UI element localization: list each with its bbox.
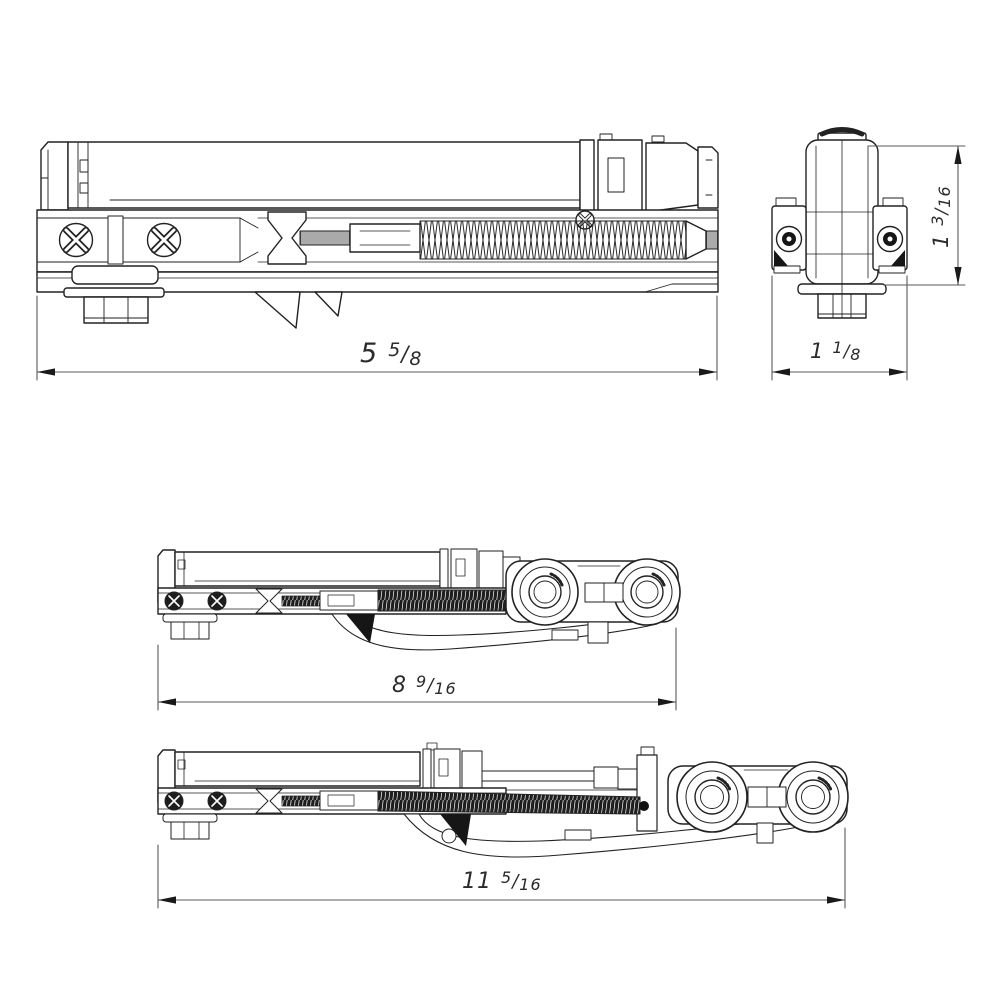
- phillips-screw-small: [164, 791, 184, 811]
- phillips-screw-small: [164, 591, 184, 611]
- side-wing-left: [771, 197, 807, 274]
- phillips-screw: [146, 222, 182, 258]
- dimension-label-end-height: 13/16: [928, 185, 954, 248]
- top-cap-arc: [819, 127, 865, 137]
- phillips-screw-small: [207, 791, 227, 811]
- hook-bracket: [636, 754, 658, 832]
- slider-block: [319, 790, 379, 811]
- phillips-screw: [58, 222, 94, 258]
- mount-tab: [587, 621, 609, 644]
- extension-rod: [481, 770, 595, 782]
- catch-fin: [254, 291, 301, 329]
- side-wing-right: [872, 197, 908, 274]
- view-end-damper: [771, 127, 908, 319]
- coil-spring: [419, 220, 687, 260]
- view-side-damper: [36, 133, 719, 329]
- hex-nut: [83, 296, 149, 324]
- stretched-spring: [377, 790, 641, 815]
- threaded-rod: [281, 595, 321, 607]
- threaded-rod: [281, 795, 321, 807]
- view-retracted-assembly: [157, 548, 682, 651]
- dimension-end-height: 13/16: [867, 145, 966, 286]
- threaded-rod: [299, 230, 351, 246]
- slider-block: [349, 223, 421, 253]
- hex-nut: [170, 621, 210, 640]
- slider-block: [319, 590, 379, 611]
- mount-tab: [756, 822, 774, 844]
- pivot-washer: [71, 265, 159, 285]
- butterfly-clamp: [255, 588, 283, 614]
- catch-fin: [314, 291, 343, 317]
- phillips-screw-small: [207, 591, 227, 611]
- catch-fin: [440, 814, 471, 846]
- catch-fin: [346, 614, 375, 643]
- butterfly-clamp: [255, 788, 283, 814]
- hex-nut: [170, 821, 210, 840]
- butterfly-clamp: [267, 211, 307, 265]
- view-extended-assembly: [157, 742, 850, 858]
